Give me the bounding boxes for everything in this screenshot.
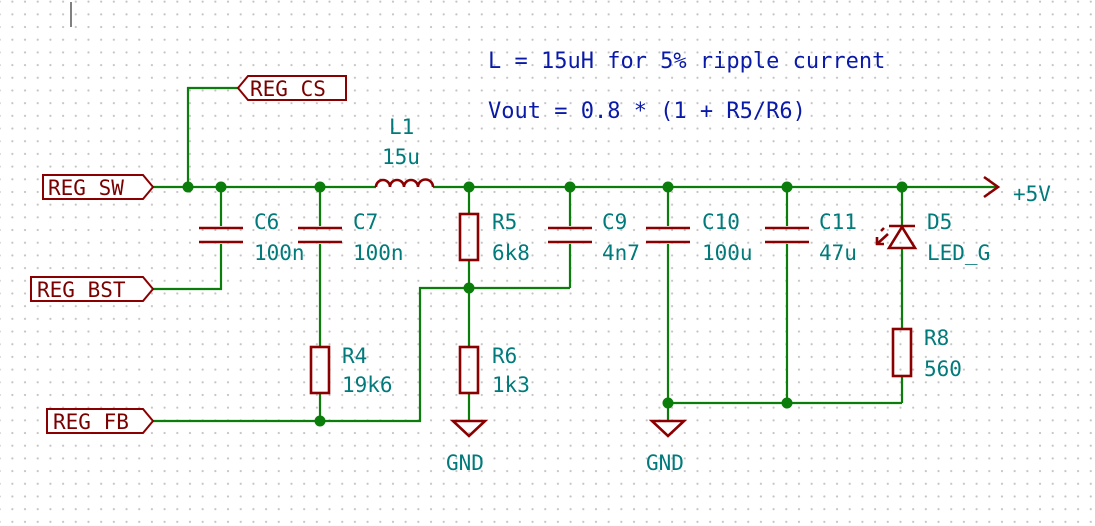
power-arrow: [983, 175, 1001, 199]
label-text: REG_FB: [53, 410, 129, 434]
component-value: 100u: [702, 241, 753, 265]
component-value: 15u: [382, 145, 420, 169]
inductor-coil: [374, 178, 435, 188]
junction-dot: [896, 181, 908, 193]
junction-dot: [463, 181, 475, 193]
note-vout: Vout = 0.8 * (1 + R5/R6): [488, 99, 806, 124]
component-ref: D5: [927, 210, 952, 234]
global-label-reg-bst[interactable]: REG_BST: [30, 276, 155, 302]
inductor-l1[interactable]: L1 15u: [374, 115, 435, 188]
component-ref: C11: [819, 210, 857, 234]
junction-dot: [662, 181, 674, 193]
power-plus5v[interactable]: +5V: [983, 175, 1051, 206]
junction-dot: [463, 282, 475, 294]
component-ref: R4: [342, 344, 367, 368]
led-emission-arrow: [880, 227, 885, 232]
junction-dot: [662, 397, 674, 409]
component-ref: R8: [924, 326, 949, 350]
component-ref: C6: [254, 210, 279, 234]
label-outline: [30, 276, 155, 302]
component-value: LED_G: [927, 241, 990, 265]
led-d5[interactable]: D5 LED_G: [875, 210, 990, 265]
component-value: 560: [924, 357, 962, 381]
resistor-body: [891, 327, 913, 378]
component-value: 100n: [254, 241, 305, 265]
gnd-symbol: [648, 419, 688, 438]
label-text: REG_CS: [250, 77, 326, 101]
label-outline: [42, 174, 155, 200]
wire-reg-cs: [186, 86, 238, 187]
led-emission-arrowhead: [875, 237, 884, 246]
capacitor-c11[interactable]: C11 47u: [765, 210, 857, 265]
component-value: 4n7: [602, 241, 640, 265]
junctions: [182, 181, 908, 427]
power-gnd-2[interactable]: GND: [646, 419, 688, 475]
junction-dot: [781, 397, 793, 409]
junction-dot: [314, 415, 326, 427]
capacitor-c10[interactable]: C10 100u: [646, 210, 753, 265]
power-label: GND: [446, 451, 484, 475]
resistor-r5[interactable]: R5 6k8: [458, 210, 530, 265]
resistor-r6[interactable]: R6 1k3: [458, 344, 530, 397]
led-triangle: [886, 224, 918, 250]
component-value: 19k6: [342, 373, 393, 397]
label-outline: [46, 408, 155, 434]
component-ref: C7: [353, 210, 378, 234]
global-label-reg-sw[interactable]: REG_SW: [42, 174, 155, 200]
global-label-reg-cs[interactable]: REG_CS: [236, 75, 347, 101]
junction-dot: [182, 181, 194, 193]
component-value: 100n: [353, 241, 404, 265]
resistor-r4[interactable]: R4 19k6: [309, 344, 393, 397]
component-value: 47u: [819, 241, 857, 265]
junction-dot: [215, 181, 227, 193]
resistor-body: [458, 345, 480, 395]
global-label-reg-fb[interactable]: REG_FB: [46, 408, 155, 434]
led-emission-arrow: [876, 233, 889, 245]
wire-c6-bst: [153, 244, 223, 291]
resistor-body: [309, 345, 331, 395]
component-ref: C10: [702, 210, 740, 234]
junction-dot: [564, 181, 576, 193]
component-ref: R6: [492, 344, 517, 368]
label-text: REG_BST: [37, 278, 126, 302]
power-label: +5V: [1013, 182, 1051, 206]
power-label: GND: [646, 451, 684, 475]
resistor-r8[interactable]: R8 560: [891, 326, 962, 381]
component-ref: L1: [389, 115, 414, 139]
component-ref: R5: [492, 210, 517, 234]
capacitor-c7[interactable]: C7 100n: [298, 210, 404, 265]
capacitor-c9[interactable]: C9 4n7: [548, 210, 640, 265]
wire-reg-fb: [153, 286, 570, 423]
label-text: REG_SW: [48, 176, 124, 200]
junction-dot: [314, 181, 326, 193]
component-value: 1k3: [492, 373, 530, 397]
gnd-symbol: [449, 419, 489, 438]
power-gnd-1[interactable]: GND: [446, 419, 489, 475]
capacitor-c6[interactable]: C6 100n: [199, 210, 305, 265]
junction-dot: [781, 181, 793, 193]
component-ref: C9: [602, 210, 627, 234]
component-value: 6k8: [492, 241, 530, 265]
label-outline: [236, 75, 347, 101]
note-ripple: L = 15uH for 5% ripple current: [488, 49, 885, 74]
resistor-body: [458, 212, 480, 262]
